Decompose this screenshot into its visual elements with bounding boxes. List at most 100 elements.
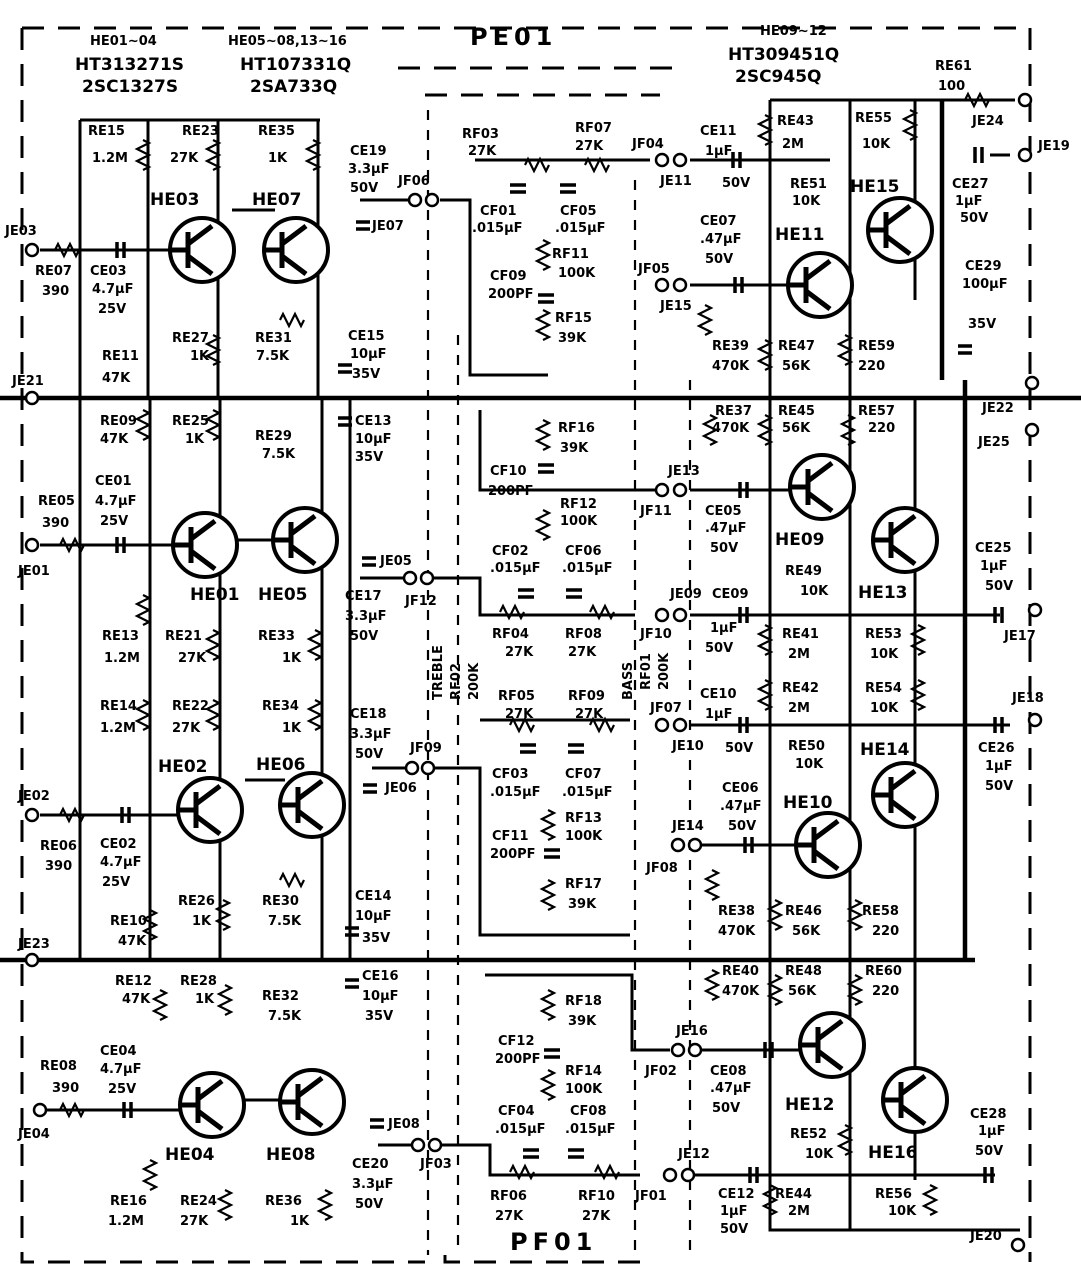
label-jf02: JF02 bbox=[644, 1064, 677, 1079]
transistor-he12 bbox=[798, 1011, 866, 1079]
ref-re53: RE53 bbox=[865, 627, 902, 642]
label-je25: JE25 bbox=[977, 435, 1010, 450]
val-re13: 1.2M bbox=[104, 651, 140, 666]
val-re33: 1K bbox=[282, 651, 302, 666]
val-re12: 47K bbox=[122, 992, 151, 1007]
label-je09: JE09 bbox=[669, 587, 702, 602]
val-re36: 1K bbox=[290, 1214, 310, 1229]
val-re28: 1K bbox=[195, 992, 215, 1007]
label-rf01: RF01 bbox=[639, 653, 654, 690]
label-rf01-value: 200K bbox=[657, 652, 672, 690]
val-re05: 390 bbox=[42, 516, 69, 531]
transistor-he14 bbox=[871, 761, 939, 829]
val-ce13: 10μF bbox=[355, 432, 392, 447]
val-re61: 100 bbox=[938, 79, 965, 94]
val-re31: 7.5K bbox=[256, 349, 290, 364]
val-re41: 2M bbox=[788, 647, 810, 662]
ref-cf05: CF05 bbox=[560, 204, 597, 219]
val-cf02: .015μF bbox=[490, 561, 541, 576]
val-re22: 27K bbox=[172, 721, 201, 736]
ref-re26: RE26 bbox=[178, 894, 215, 909]
val-re60: 220 bbox=[872, 984, 899, 999]
label-je13: JE13 bbox=[667, 464, 700, 479]
ref-ce10: CE10 bbox=[700, 687, 737, 702]
ref-re23: RE23 bbox=[182, 124, 219, 139]
label-je02: JE02 bbox=[17, 789, 50, 804]
jack-terminals bbox=[24, 92, 1043, 1253]
ref-re27: RE27 bbox=[172, 331, 209, 346]
val-cf12: 200PF bbox=[495, 1052, 541, 1067]
val-ce27: 1μF bbox=[955, 194, 983, 209]
ref-re50: RE50 bbox=[788, 739, 825, 754]
transistor-he01 bbox=[171, 511, 239, 579]
label-he11: HE11 bbox=[775, 225, 825, 245]
val-re25: 1K bbox=[185, 432, 205, 447]
val-re48: 56K bbox=[788, 984, 817, 999]
val-rf16: 39K bbox=[560, 441, 589, 456]
label-he12: HE12 bbox=[785, 1095, 835, 1115]
transistor-he02 bbox=[176, 776, 244, 844]
ref-re33: RE33 bbox=[258, 629, 295, 644]
transistor-he08 bbox=[278, 1068, 346, 1136]
volt-ce19: 50V bbox=[350, 181, 378, 196]
ref-re52: RE52 bbox=[790, 1127, 827, 1142]
board-title-pe01: PE01 bbox=[470, 23, 557, 51]
label-he13: HE13 bbox=[858, 583, 908, 603]
ref-re34: RE34 bbox=[262, 699, 299, 714]
ref-re38: RE38 bbox=[718, 904, 755, 919]
ref-re15: RE15 bbox=[88, 124, 125, 139]
ref-re35: RE35 bbox=[258, 124, 295, 139]
ref-cf12: CF12 bbox=[498, 1034, 535, 1049]
label-je20: JE20 bbox=[969, 1229, 1002, 1244]
ref-rf13: RF13 bbox=[565, 811, 602, 826]
val-re34: 1K bbox=[282, 721, 302, 736]
ref-re47: RE47 bbox=[778, 339, 815, 354]
ref-ce29: CE29 bbox=[965, 259, 1002, 274]
val-re21: 27K bbox=[178, 651, 207, 666]
val-cf04: .015μF bbox=[495, 1122, 546, 1137]
val-ce09: 1μF bbox=[710, 621, 738, 636]
transistor-he03 bbox=[168, 216, 236, 284]
volt-ce20: 50V bbox=[355, 1197, 383, 1212]
val-rf13: 100K bbox=[565, 829, 603, 844]
ref-re59: RE59 bbox=[858, 339, 895, 354]
ref-ce04: CE04 bbox=[100, 1044, 137, 1059]
legend-he01-04: HE01∼04 bbox=[90, 34, 157, 49]
capacitors bbox=[115, 147, 1004, 1183]
volt-ce01: 25V bbox=[100, 514, 128, 529]
label-je07: JE07 bbox=[371, 219, 404, 234]
val-cf08: .015μF bbox=[565, 1122, 616, 1137]
val-ce05: .47μF bbox=[705, 521, 746, 536]
val-re07: 390 bbox=[42, 284, 69, 299]
ref-ce28: CE28 bbox=[970, 1107, 1007, 1122]
label-je23: JE23 bbox=[17, 937, 50, 952]
val-rf17: 39K bbox=[568, 897, 597, 912]
transistor-he05 bbox=[271, 506, 339, 574]
label-jf09: JF09 bbox=[409, 741, 442, 756]
val-re55: 10K bbox=[862, 137, 891, 152]
label-je22: JE22 bbox=[981, 401, 1014, 416]
ref-re30: RE30 bbox=[262, 894, 299, 909]
ref-re49: RE49 bbox=[785, 564, 822, 579]
legend-2sc1327s: 2SC1327S bbox=[82, 77, 178, 97]
ref-rf16: RF16 bbox=[558, 421, 595, 436]
label-he03: HE03 bbox=[150, 190, 200, 210]
volt-ce29: 35V bbox=[968, 317, 996, 332]
val-re09: 47K bbox=[100, 432, 129, 447]
ref-cf01: CF01 bbox=[480, 204, 517, 219]
ref-ce15: CE15 bbox=[348, 329, 385, 344]
ref-re48: RE48 bbox=[785, 964, 822, 979]
val-re38: 470K bbox=[718, 924, 756, 939]
val-re23: 27K bbox=[170, 151, 199, 166]
val-cf05: .015μF bbox=[555, 221, 606, 236]
val-rf07: 27K bbox=[575, 139, 604, 154]
label-bass: BASS bbox=[621, 662, 636, 700]
ref-rf07: RF07 bbox=[575, 121, 612, 136]
label-je08: JE08 bbox=[387, 1117, 420, 1132]
label-he08: HE08 bbox=[266, 1145, 316, 1165]
ref-ce20: CE20 bbox=[352, 1157, 389, 1172]
volt-ce03: 25V bbox=[98, 302, 126, 317]
val-re40: 470K bbox=[722, 984, 760, 999]
val-ce16: 10μF bbox=[362, 989, 399, 1004]
ref-re32: RE32 bbox=[262, 989, 299, 1004]
